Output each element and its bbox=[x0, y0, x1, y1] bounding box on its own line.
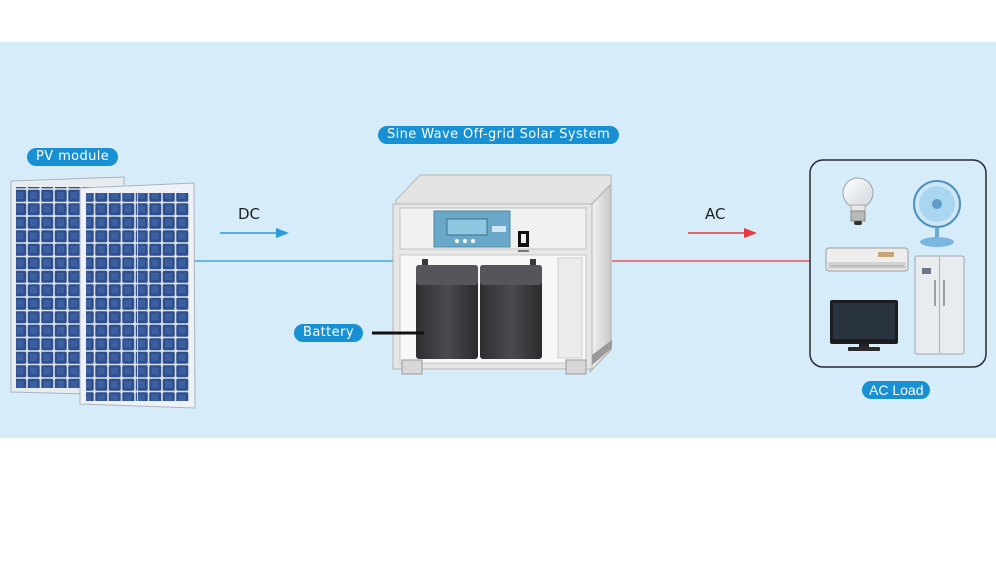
ac-load-frame bbox=[809, 159, 987, 368]
battery-label: Battery bbox=[294, 324, 363, 342]
television-icon bbox=[830, 300, 898, 351]
dc-arrow-icon bbox=[220, 228, 289, 238]
ac-label: AC bbox=[705, 205, 726, 223]
pv-module-label: PV module bbox=[27, 148, 119, 166]
refrigerator-icon bbox=[914, 255, 965, 355]
air-conditioner-icon bbox=[825, 247, 909, 272]
light-bulb-icon bbox=[842, 177, 874, 225]
ac-load-label: AC Load bbox=[862, 381, 931, 399]
dc-label: DC bbox=[238, 205, 261, 223]
battery-icon bbox=[416, 259, 542, 359]
solar-panel-icon bbox=[10, 176, 196, 409]
ac-arrow-icon bbox=[688, 228, 757, 238]
system-title-label: Sine Wave Off-grid Solar System bbox=[378, 126, 620, 144]
electric-fan-icon bbox=[913, 180, 961, 247]
